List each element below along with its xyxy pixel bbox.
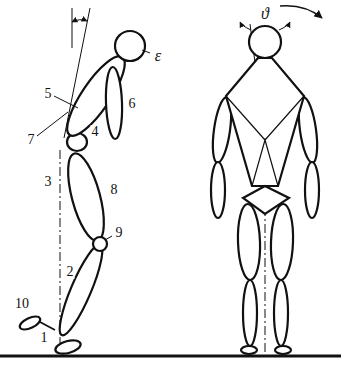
thigh: [270, 204, 295, 281]
leader-line: [37, 112, 68, 136]
foot: [241, 346, 257, 354]
trunk: [58, 49, 134, 143]
foot: [275, 346, 291, 354]
callout-number: 4: [91, 125, 100, 139]
thigh: [237, 204, 262, 281]
forearm: [211, 162, 225, 218]
leader-line: [105, 236, 112, 240]
leader-line: [54, 96, 78, 108]
angle-symbol: ϑ: [260, 6, 270, 22]
callout-number: 7: [27, 133, 36, 147]
heel-foot: [18, 314, 42, 332]
callout-number: 10: [14, 297, 30, 311]
callout-number: 2: [66, 265, 75, 279]
head: [115, 31, 145, 61]
callout-number: 1: [40, 331, 49, 345]
callout-number: 3: [44, 175, 53, 189]
foot: [54, 338, 82, 356]
arm: [105, 67, 124, 140]
torso: [226, 58, 304, 186]
thigh: [61, 150, 111, 244]
vertical-reference: [72, 8, 73, 48]
ground-line: [0, 355, 341, 358]
angle-arc: [72, 20, 87, 22]
lower-leg: [274, 280, 288, 346]
callout-number: 5: [44, 87, 53, 101]
callout-number: 8: [110, 183, 119, 197]
lower-leg: [53, 241, 110, 339]
lower-leg: [243, 280, 257, 346]
callout-number: 9: [115, 226, 124, 240]
angle-symbol: ε: [154, 48, 162, 64]
rotation-arrow: [280, 6, 322, 18]
forearm: [305, 162, 319, 218]
callout-number: 6: [128, 97, 137, 111]
head: [249, 26, 281, 58]
knee: [93, 237, 107, 251]
leader-line: [142, 50, 150, 53]
